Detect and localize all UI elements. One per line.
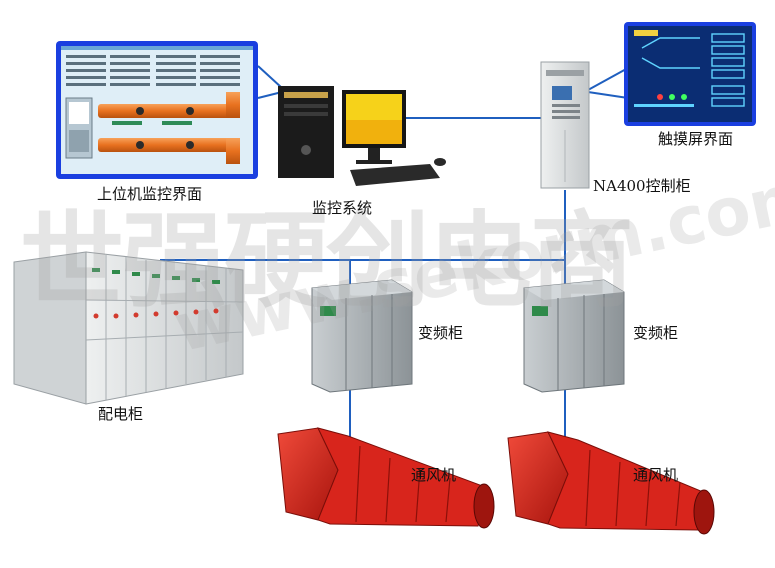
line-hmi-to-pc xyxy=(257,65,283,89)
vfd-cabinet-2-graphic xyxy=(523,279,625,393)
distribution-cabinet-graphic xyxy=(13,251,244,405)
label-fan-1: 通风机 xyxy=(411,466,457,484)
line-touch-to-cabinet-2 xyxy=(587,91,629,99)
label-vfd-cabinet-2: 变频柜 xyxy=(633,324,679,342)
label-fan-2: 通风机 xyxy=(633,466,679,484)
fan-1-graphic xyxy=(277,427,495,529)
label-hmi-screen: 上位机监控界面 xyxy=(97,185,203,203)
control-cabinet-graphic xyxy=(540,61,590,189)
label-monitoring-system: 监控系统 xyxy=(312,199,373,217)
vfd-cabinet-1-graphic xyxy=(311,279,413,393)
hmi-screen-graphic xyxy=(56,41,258,179)
touchscreen-graphic xyxy=(624,22,756,126)
network-lines xyxy=(160,65,629,440)
line-touch-to-cabinet xyxy=(587,67,629,91)
label-distribution-cabinet: 配电柜 xyxy=(98,405,144,423)
pc-graphic xyxy=(278,86,446,186)
label-vfd-cabinet-1: 变频柜 xyxy=(418,324,464,342)
fan-2-graphic xyxy=(507,431,715,535)
label-control-cabinet: NA400控制柜 xyxy=(593,177,691,195)
label-touchscreen: 触摸屏界面 xyxy=(658,130,734,148)
